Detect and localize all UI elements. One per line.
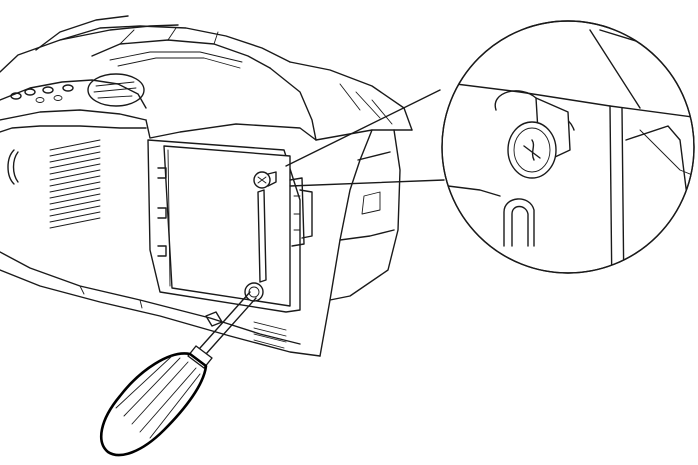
front-vents [205, 311, 287, 349]
callout-lines [285, 89, 445, 187]
screw-detail-magnifier [441, 20, 695, 274]
printer-body [0, 15, 413, 357]
left-vents [49, 139, 101, 229]
upper-screw [253, 171, 277, 189]
lower-screw [244, 282, 264, 302]
phillips-screwdriver [100, 291, 257, 457]
